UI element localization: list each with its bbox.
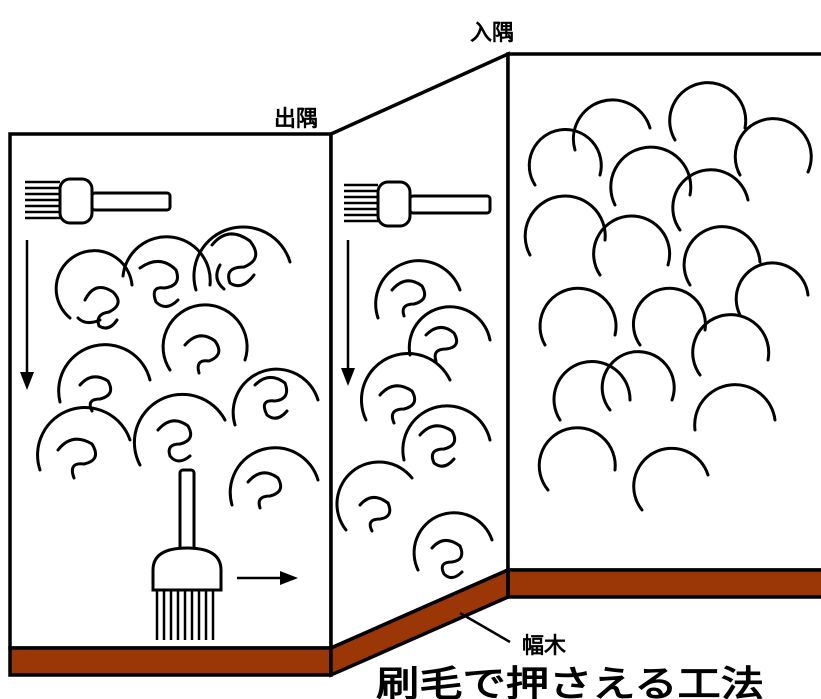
baseboard-callout: 幅木 [459, 611, 567, 659]
middle-wall-panel [329, 51, 510, 651]
middle-swirl-texture [335, 259, 494, 579]
outside-corner-label: 出隅 [274, 107, 318, 132]
left-baseboard [8, 646, 333, 677]
baseboard-label: 幅木 [522, 634, 567, 659]
baseboards [8, 567, 821, 678]
middle-top-brush-icon [344, 180, 492, 228]
inside-corner-label: 入隅 [470, 21, 514, 46]
left-swirl-texture [36, 225, 320, 510]
left-right-arrow-icon [237, 571, 298, 585]
left-bottom-brush-icon [151, 468, 223, 640]
middle-down-arrow-icon [341, 240, 355, 386]
right-baseboard [506, 568, 821, 599]
diagram-title: 刷毛で押さえる工法 [376, 664, 764, 699]
left-down-arrow-icon [20, 240, 34, 390]
left-top-brush-icon [25, 177, 172, 225]
right-arc-texture [523, 81, 813, 512]
